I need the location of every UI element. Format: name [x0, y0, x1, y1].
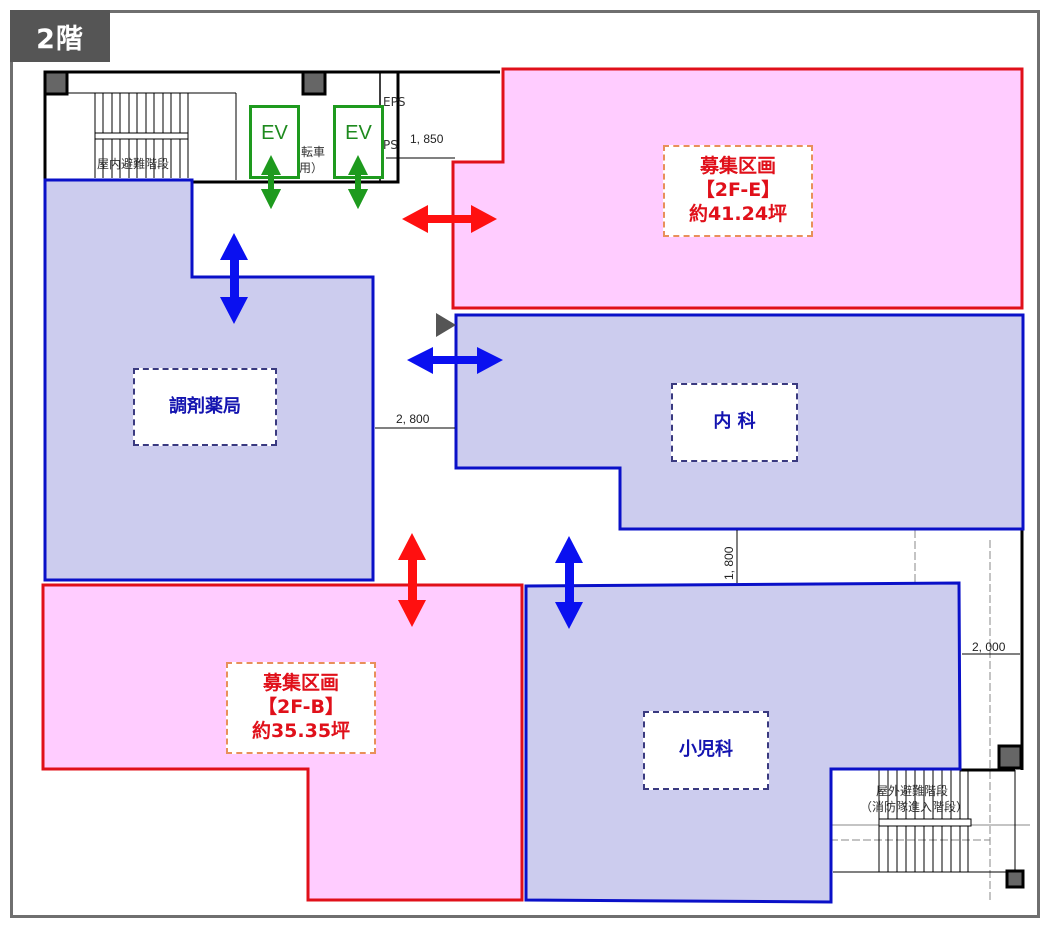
- dimension-label: 1, 800: [722, 546, 736, 580]
- elevator-1: EV: [249, 105, 300, 179]
- vacant-title: 募集区画: [699, 155, 776, 178]
- access-arrow-red-horizontal: [402, 205, 497, 233]
- pediatrics-label-box: 小児科: [643, 711, 769, 790]
- access-arrow-blue-horizontal-medicine: [407, 347, 503, 374]
- access-arrow-red-vertical: [398, 533, 426, 627]
- column: [43, 70, 69, 96]
- vacant-area: 約35.35坪: [251, 719, 351, 742]
- outdoor-stairs-label: 屋外避難階段: [876, 783, 948, 798]
- vacant-2f-e-label-box: 募集区画 【2F-E】 約41.24坪: [663, 145, 813, 237]
- vacant-area: 約41.24坪: [688, 202, 788, 225]
- pediatrics-label: 小児科: [679, 739, 733, 761]
- elevator-label: EV: [345, 122, 372, 144]
- vacant-unit-code: 【2F-E】: [695, 179, 781, 202]
- indoor-stairs-label: 屋内避難階段: [97, 156, 169, 171]
- dimension-label: 2, 000: [972, 640, 1006, 654]
- vacant-unit-code: 【2F-B】: [258, 696, 344, 719]
- elevator-2: EV: [333, 105, 384, 179]
- outdoor-stairs: [878, 770, 972, 872]
- ps-label: PS: [383, 138, 398, 152]
- access-arrow-blue-vertical-pharmacy: [220, 233, 248, 324]
- vacant-title: 募集区画: [262, 672, 339, 695]
- bicycle-label: 転車: [301, 145, 325, 159]
- dimension-lines: [375, 427, 1020, 655]
- bicycle-sub-label: 用）: [299, 161, 323, 175]
- pharmacy-label-box: 調剤薬局: [133, 368, 277, 446]
- dimension-label: 2, 800: [396, 412, 430, 426]
- indoor-stairs: [94, 93, 189, 178]
- elevator-label: EV: [261, 122, 288, 144]
- core-walls: [43, 70, 1024, 772]
- pharmacy-label: 調剤薬局: [169, 395, 241, 417]
- column: [301, 70, 327, 96]
- access-arrow-blue-vertical-pediatrics: [555, 536, 583, 629]
- internal-medicine-label: 内 科: [713, 411, 756, 433]
- column: [997, 744, 1023, 770]
- outdoor-stairs-sub-label: （消防隊進入階段）: [860, 799, 968, 814]
- column: [1005, 869, 1025, 889]
- dimension-label: 1, 850: [410, 132, 444, 146]
- vacant-2f-b-label-box: 募集区画 【2F-B】 約35.35坪: [226, 662, 376, 754]
- columns: [43, 70, 1025, 889]
- entrance-marker-icon: [436, 313, 456, 337]
- eps-label: EPS: [383, 95, 405, 109]
- floor-label: 2階: [10, 10, 110, 62]
- internal-medicine-label-box: 内 科: [671, 383, 798, 462]
